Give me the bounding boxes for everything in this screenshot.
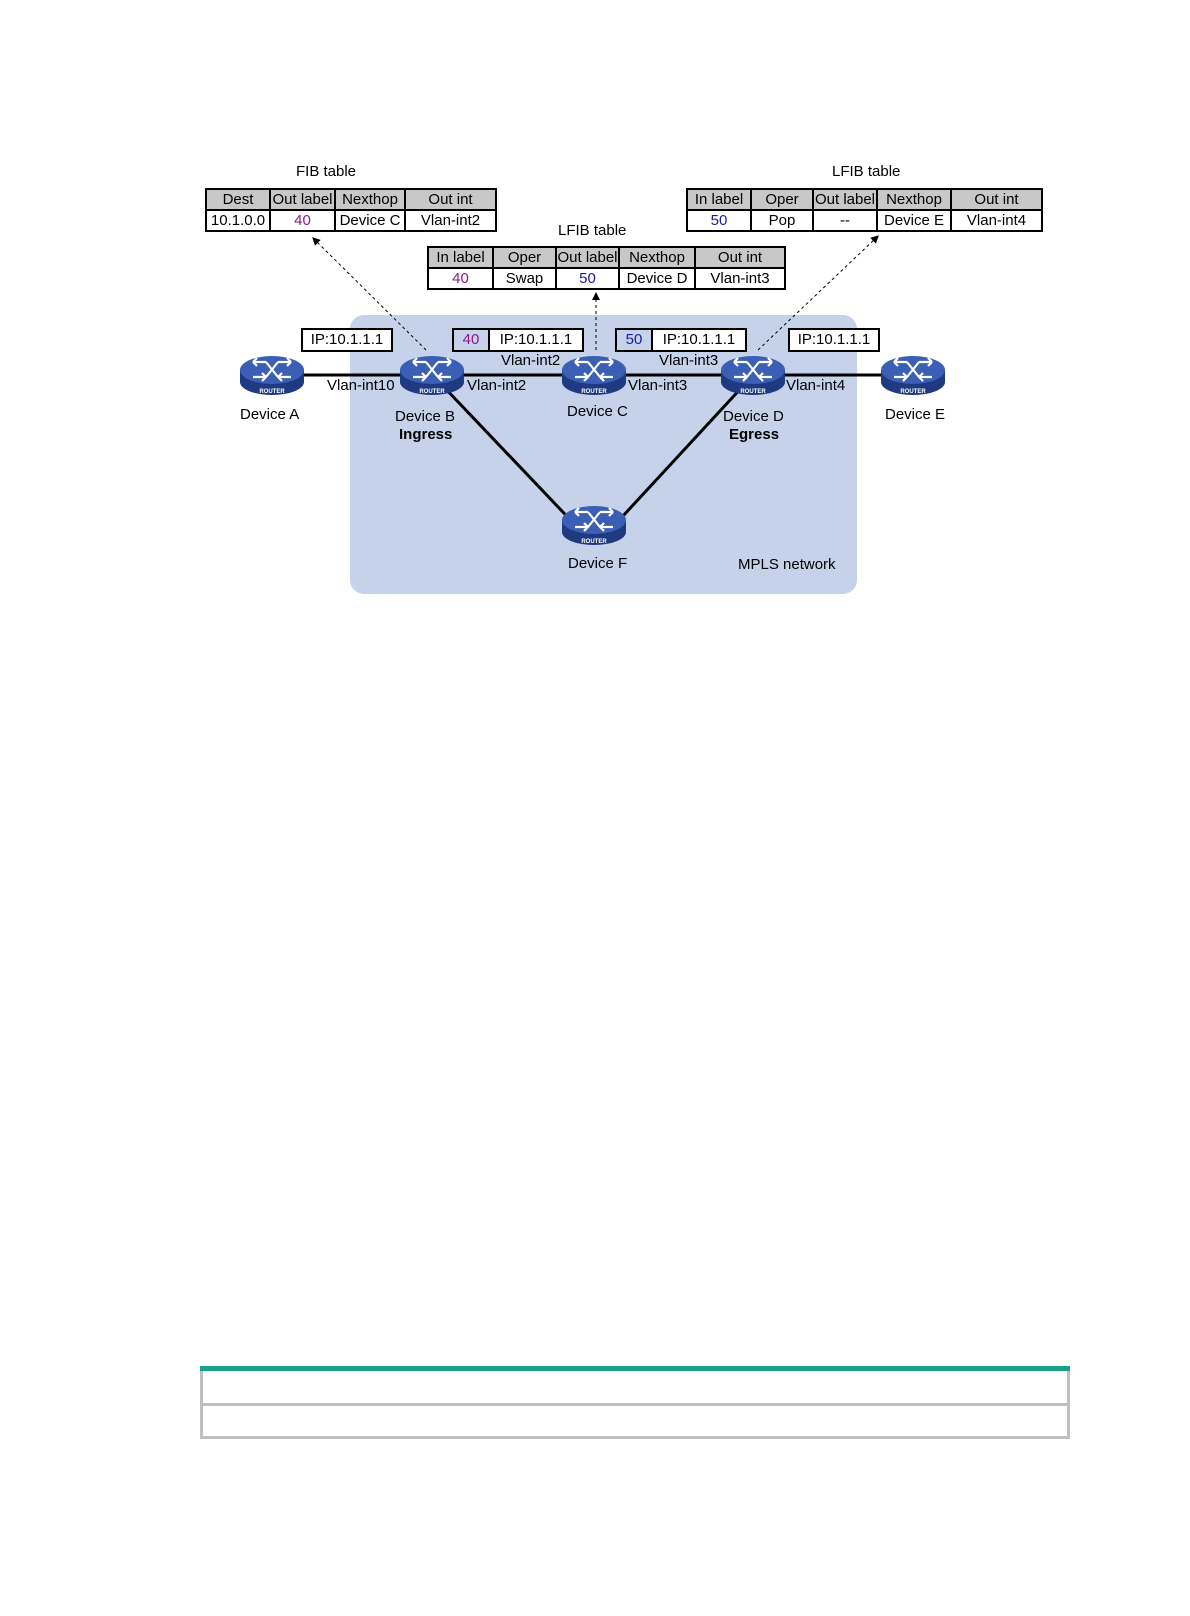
- svg-text:ROUTER: ROUTER: [581, 539, 607, 545]
- packet-mpls-label: 50: [617, 330, 653, 350]
- fib-header-out-int: Out int: [404, 188, 497, 211]
- device-e-label: Device E: [885, 406, 946, 423]
- mpls-network-label: MPLS network: [738, 556, 836, 573]
- interface-d-right: Vlan-int4: [786, 377, 846, 394]
- router-icon: ROUTER: [399, 350, 465, 398]
- lfib-d-header-nexthop: Nexthop: [876, 188, 952, 211]
- svg-text:ROUTER: ROUTER: [740, 389, 766, 395]
- router-icon: ROUTER: [720, 350, 786, 398]
- lfib-d-header-oper: Oper: [750, 188, 814, 211]
- lfib-c-header-oper: Oper: [492, 246, 557, 269]
- router-icon: ROUTER: [880, 350, 946, 398]
- fib-header-dest: Dest: [205, 188, 271, 211]
- packet-ip: IP:10.1.1.1: [797, 331, 871, 348]
- fib-cell-nexthop: Device C: [334, 209, 406, 232]
- router-icon: ROUTER: [239, 350, 305, 398]
- packet-ip: IP:10.1.1.1: [499, 331, 573, 348]
- interface-b-left: Vlan-int10: [327, 377, 395, 394]
- link-d-f: [608, 383, 746, 532]
- lfib-c-cell-out-label: 50: [555, 267, 620, 290]
- lfib-d-header-out-int: Out int: [950, 188, 1043, 211]
- svg-text:ROUTER: ROUTER: [900, 389, 926, 395]
- lfib-d-header-out-label: Out label: [812, 188, 878, 211]
- lfib-c-header-in-label: In label: [427, 246, 494, 269]
- fib-cell-out-label: 40: [269, 209, 336, 232]
- lfib-c-header-out-label: Out label: [555, 246, 620, 269]
- link-b-f: [440, 383, 582, 532]
- interface-b-right: Vlan-int2: [467, 377, 527, 394]
- fib-table-title: FIB table: [296, 163, 357, 180]
- device-f-label: Device F: [568, 555, 628, 572]
- interface-d-left: Vlan-int3: [659, 352, 719, 369]
- packet-ip: IP:10.1.1.1: [310, 331, 384, 348]
- arrow-b-fib: [312, 237, 427, 351]
- footer-rule: [200, 1366, 1070, 1371]
- lfib-c-header-out-int: Out int: [694, 246, 786, 269]
- lfib-c-cell-nexthop: Device D: [618, 267, 696, 290]
- interface-c-left: Vlan-int2: [501, 352, 561, 369]
- lfib-d-cell-nexthop: Device E: [876, 209, 952, 232]
- packet-b-c: 40 IP:10.1.1.1: [452, 328, 584, 352]
- device-b-role: Ingress: [399, 426, 453, 443]
- packet-mpls-label: 40: [454, 330, 490, 350]
- lfib-d-cell-oper: Pop: [750, 209, 814, 232]
- packet-ip: IP:10.1.1.1: [662, 331, 736, 348]
- fib-cell-out-int: Vlan-int2: [404, 209, 497, 232]
- lfib-c-cell-out-int: Vlan-int3: [694, 267, 786, 290]
- device-b-label: Device B: [395, 408, 456, 425]
- svg-text:ROUTER: ROUTER: [581, 389, 607, 395]
- device-d-label: Device D: [723, 408, 784, 425]
- lfib-c-cell-oper: Swap: [492, 267, 557, 290]
- svg-text:ROUTER: ROUTER: [419, 389, 445, 395]
- lfib-d-cell-out-int: Vlan-int4: [950, 209, 1043, 232]
- device-d-role: Egress: [729, 426, 780, 443]
- packet-c-d: 50 IP:10.1.1.1: [615, 328, 747, 352]
- lfib-c-header-nexthop: Nexthop: [618, 246, 696, 269]
- fib-header-out-label: Out label: [269, 188, 336, 211]
- lfib-c-table-title: LFIB table: [558, 222, 627, 239]
- router-icon: ROUTER: [561, 350, 627, 398]
- lfib-d-cell-out-label: --: [812, 209, 878, 232]
- router-icon: ROUTER: [561, 500, 627, 548]
- footer-table-divider: [203, 1403, 1067, 1406]
- lfib-c-cell-in-label: 40: [427, 267, 494, 290]
- lfib-d-cell-in-label: 50: [686, 209, 752, 232]
- svg-text:ROUTER: ROUTER: [259, 389, 285, 395]
- interface-c-right: Vlan-int3: [628, 377, 688, 394]
- packet-d-e: IP:10.1.1.1: [788, 328, 880, 352]
- fib-table: Dest Out label Nexthop Out int 10.1.0.0 …: [205, 188, 497, 232]
- lfib-d-table: In label Oper Out label Nexthop Out int …: [686, 188, 1043, 232]
- device-c-label: Device C: [567, 403, 628, 420]
- packet-a-b: IP:10.1.1.1: [301, 328, 393, 352]
- footer-table: [200, 1371, 1070, 1439]
- lfib-d-header-in-label: In label: [686, 188, 752, 211]
- lfib-c-table: In label Oper Out label Nexthop Out int …: [427, 246, 786, 290]
- fib-cell-dest: 10.1.0.0: [205, 209, 271, 232]
- fib-header-nexthop: Nexthop: [334, 188, 406, 211]
- lfib-d-table-title: LFIB table: [832, 163, 901, 180]
- device-a-label: Device A: [240, 406, 300, 423]
